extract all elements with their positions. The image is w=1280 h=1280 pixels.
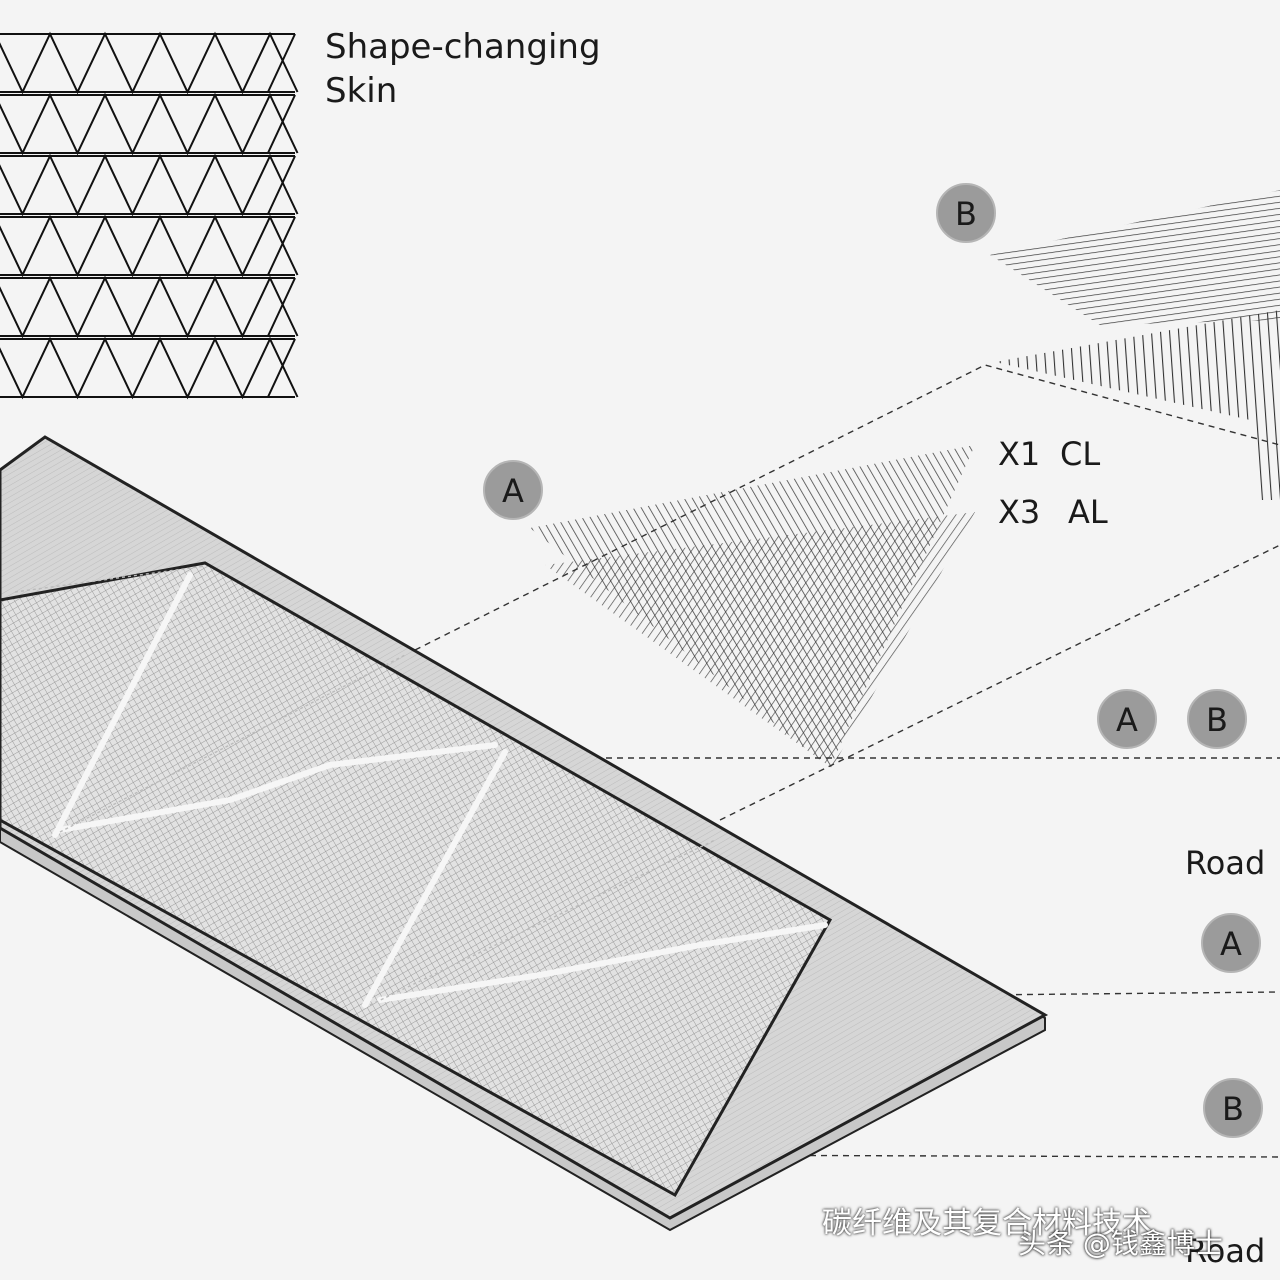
- badge-b-top: B: [936, 183, 996, 243]
- triangle-row: [0, 336, 299, 400]
- badge-b-mid: B: [1187, 689, 1247, 749]
- road-label-lower: Road: [1185, 1232, 1265, 1270]
- label-cl: CL: [1060, 435, 1100, 473]
- title-line-2: Skin: [325, 71, 397, 111]
- svg-text:B: B: [1222, 1090, 1244, 1128]
- triangle-row-edge: [267, 155, 296, 215]
- triangle-row-edge: [267, 216, 296, 276]
- triangle-grid: [0, 31, 299, 400]
- svg-text:A: A: [1220, 925, 1242, 963]
- road-slab: [0, 435, 1049, 1232]
- svg-text:B: B: [955, 195, 977, 233]
- triangle-row-edge: [267, 338, 296, 398]
- svg-text:A: A: [502, 472, 524, 510]
- badge-a-top: A: [483, 460, 543, 520]
- triangle-row: [0, 153, 299, 217]
- title-line-1: Shape-changing: [325, 27, 601, 67]
- label-al: AL: [1068, 493, 1108, 531]
- triangle-row-edge: [267, 277, 296, 337]
- label-x1: X1: [998, 435, 1040, 473]
- triangle-row: [0, 92, 299, 156]
- layer-b-triangle: [990, 190, 1280, 500]
- layer-a-triangle: [530, 445, 975, 768]
- label-x3: X3: [998, 493, 1040, 531]
- svg-text:B: B: [1206, 701, 1228, 739]
- badge-b-road: B: [1203, 1078, 1263, 1138]
- triangle-row-edge: [267, 94, 296, 154]
- road-label-upper: Road: [1185, 844, 1265, 882]
- triangle-row: [0, 214, 299, 278]
- badge-a-road: A: [1201, 913, 1261, 973]
- triangle-row: [0, 275, 299, 339]
- triangle-row: [0, 31, 299, 95]
- badge-a-mid: A: [1097, 689, 1157, 749]
- triangle-row-edge: [267, 33, 296, 93]
- watermark-text: 碳纤维及其复合材料技术: [822, 1206, 1152, 1241]
- svg-text:A: A: [1116, 701, 1138, 739]
- watermark-handle: 头条 @钱鑫博士: [1018, 1227, 1223, 1260]
